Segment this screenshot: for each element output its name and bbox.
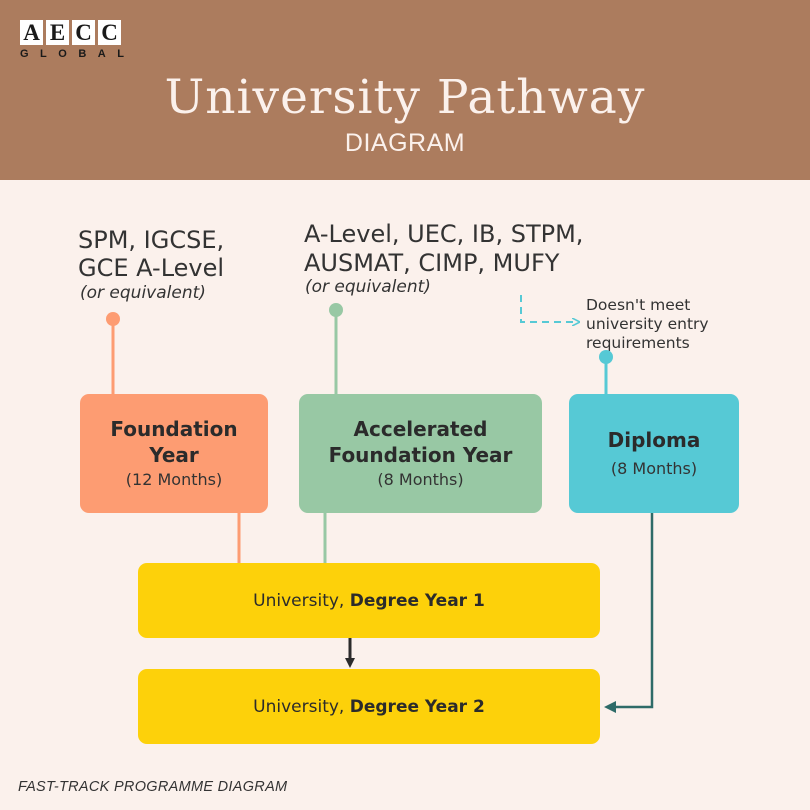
accelerated-connector-dot xyxy=(329,303,343,317)
diploma-box: Diploma (8 Months) xyxy=(569,394,739,513)
qualification-text-1-line-2: GCE A-Level xyxy=(78,254,225,282)
degree-year-1-box: University, Degree Year 1 xyxy=(138,563,600,638)
entry-note-line: university entry xyxy=(586,315,709,333)
entry-note-line: requirements xyxy=(586,334,690,352)
dashed-arrow xyxy=(520,295,576,322)
qualification-text-2-line-2: AUSMAT, CIMP, MUFY xyxy=(304,249,560,277)
footer-caption: FAST-TRACK PROGRAMME DIAGRAM xyxy=(18,779,288,795)
logo-letters: A E C C xyxy=(20,20,122,45)
accelerated-foundation-box: Accelerated Foundation Year (8 Months) xyxy=(299,394,542,513)
entry-requirement-note: Doesn't meet university entry requiremen… xyxy=(586,296,766,353)
qualification-text-2-line-1: A-Level, UEC, IB, STPM, xyxy=(304,220,584,248)
foundation-duration: (12 Months) xyxy=(125,469,223,489)
logo-letter: C xyxy=(72,20,95,45)
page-title: University Pathway xyxy=(164,70,646,125)
logo-letter: E xyxy=(46,20,69,45)
foundation-title-line: Foundation xyxy=(110,416,238,441)
logo-letter: A xyxy=(20,20,43,45)
diploma-connector-dot xyxy=(599,350,613,364)
degree-year-2-label: Degree Year 2 xyxy=(349,696,485,717)
degree-year-2-box: University, Degree Year 2 xyxy=(138,669,600,744)
page-subtitle: DIAGRAM xyxy=(344,129,466,157)
degree-year-1-prefix: University, xyxy=(253,590,350,611)
foundation-title-line: Year xyxy=(149,442,199,467)
logo-letter: C xyxy=(98,20,121,45)
qualification-note-1: (or equivalent) xyxy=(80,283,206,303)
accelerated-duration: (8 Months) xyxy=(377,469,464,489)
foundation-connector-dot xyxy=(106,312,120,326)
entry-note-line: Doesn't meet xyxy=(586,296,691,314)
qualification-text-1-line-1: SPM, IGCSE, xyxy=(78,226,225,254)
qualification-note-2: (or equivalent) xyxy=(305,277,431,297)
diploma-duration: (8 Months) xyxy=(610,458,698,478)
degree-year-1-label: Degree Year 1 xyxy=(349,590,485,611)
accelerated-title-line: Foundation Year xyxy=(328,442,513,467)
diploma-title: Diploma xyxy=(607,427,701,452)
diploma-to-year2-arrow xyxy=(604,512,654,713)
accelerated-title-line: Accelerated xyxy=(353,416,488,441)
header-banner: A E C C GLOBAL University Pathway DIAGRA… xyxy=(0,0,810,180)
logo-subtitle: GLOBAL xyxy=(20,48,136,60)
foundation-year-box: Foundation Year (12 Months) xyxy=(80,394,268,513)
degree-year-2-prefix: University, xyxy=(253,696,350,717)
aecc-global-logo: A E C C GLOBAL xyxy=(20,20,136,62)
